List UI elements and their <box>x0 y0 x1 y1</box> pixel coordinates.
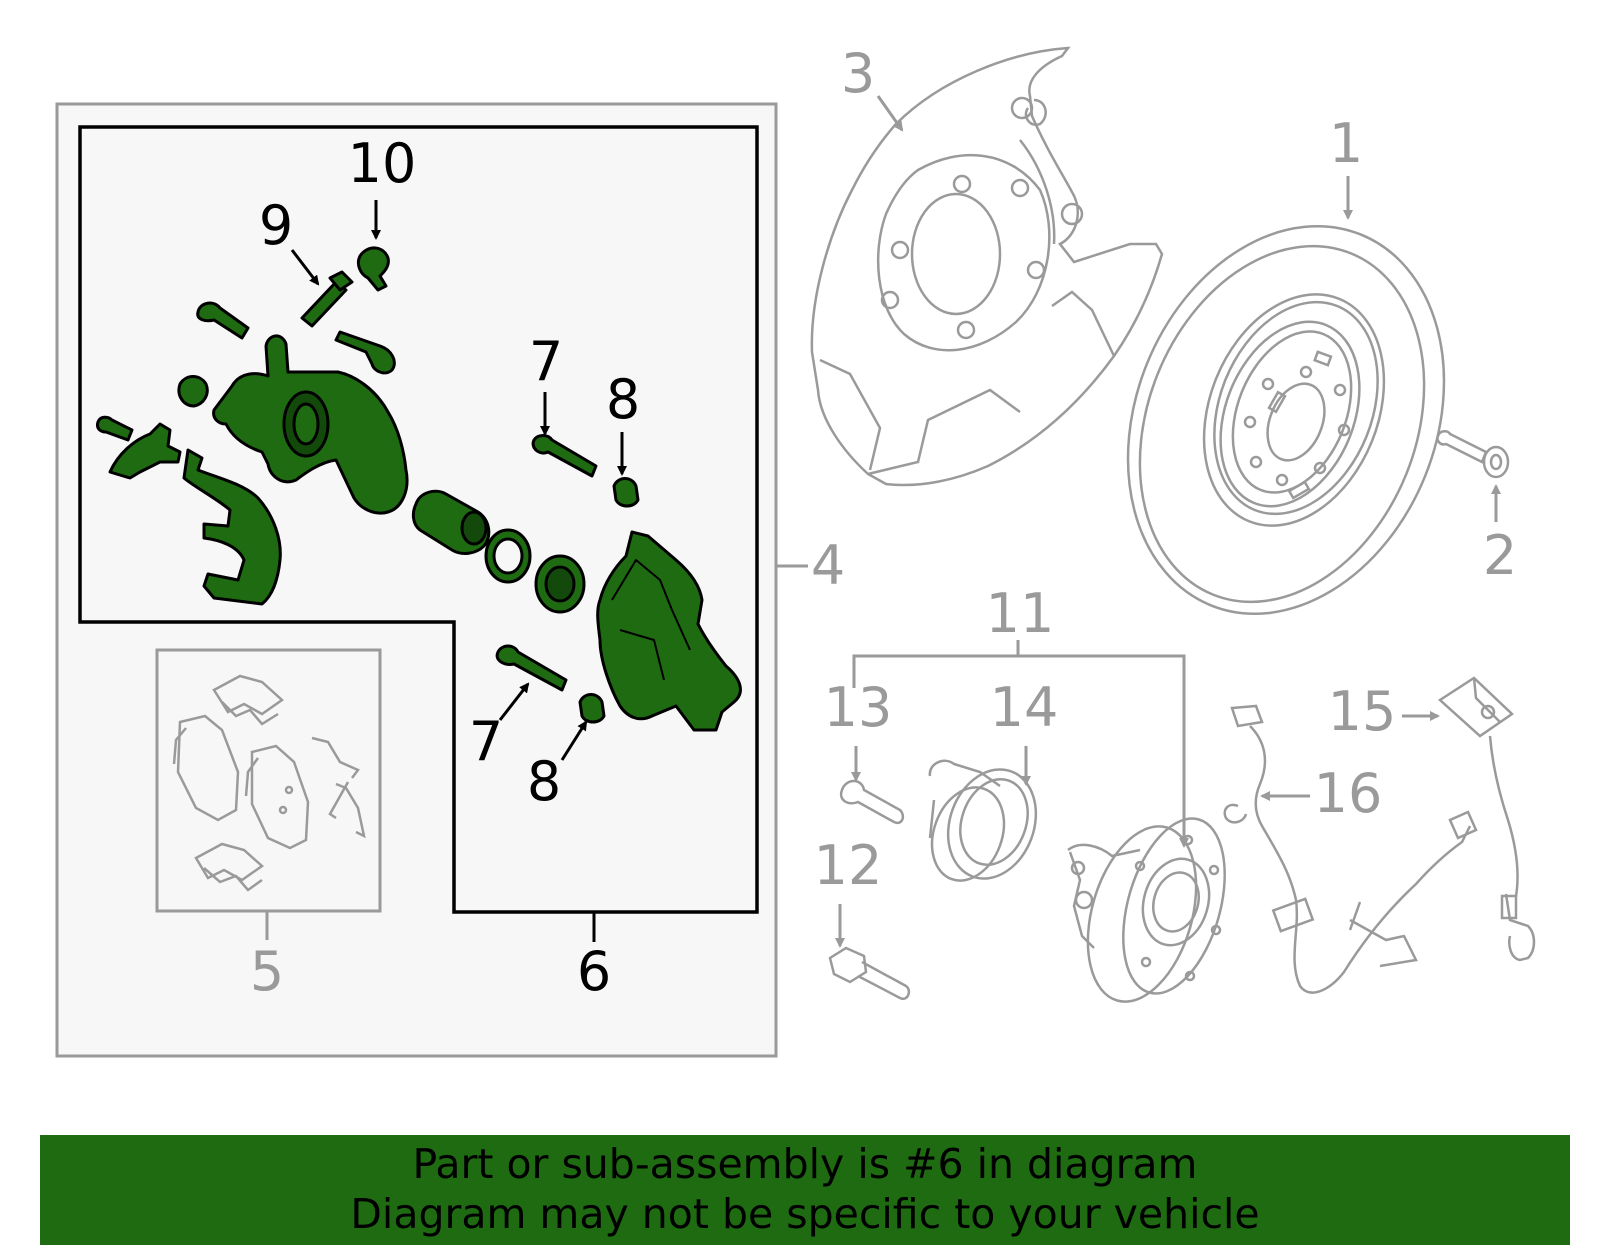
subassembly-6-outline <box>78 125 759 914</box>
info-banner: Part or sub-assembly is #6 in diagram Di… <box>40 1135 1570 1245</box>
callout-16: 16 <box>1314 762 1383 825</box>
brake-rotor-icon <box>1126 224 1446 616</box>
gray-leaders <box>835 95 1501 948</box>
callout-14: 14 <box>990 676 1059 739</box>
callout-15: 15 <box>1328 680 1397 743</box>
guide-pin-7-lower-icon <box>495 644 568 692</box>
callout-5: 5 <box>250 940 284 1003</box>
abs-sensor-15-icon <box>1437 676 1536 962</box>
wheel-bearing-icon <box>928 759 1038 882</box>
callout-10: 10 <box>348 132 417 195</box>
callout-3: 3 <box>841 42 875 105</box>
pin-boot-8-upper-icon <box>612 477 640 508</box>
callout-12: 12 <box>814 834 883 897</box>
guide-pin-7-upper-icon <box>531 434 598 478</box>
banner-line-1: Part or sub-assembly is #6 in diagram <box>412 1140 1198 1188</box>
callout-8-upper: 8 <box>606 368 640 431</box>
rotor-screw-icon <box>1436 430 1510 479</box>
caliper-carrier-icon <box>596 530 742 732</box>
bleeder-screw-9-icon <box>300 280 348 328</box>
pin-boot-8-lower-icon <box>578 693 606 724</box>
brake-pads-icon <box>172 674 366 892</box>
wheel-hub-icon <box>1067 817 1226 1003</box>
abs-sensor-16-icon <box>1223 704 1478 994</box>
hub-bolt-13-icon <box>839 779 905 825</box>
caliper-assembly-parts <box>96 246 742 732</box>
caliper-nut-icon <box>177 375 209 408</box>
callout-11-bracket <box>852 640 1189 848</box>
bleeder-cap-10-icon <box>356 246 390 292</box>
banner-line-2: Diagram may not be specific to your vehi… <box>350 1190 1260 1238</box>
callout-7-upper: 7 <box>529 330 563 393</box>
callout-11: 11 <box>986 582 1055 645</box>
black-leaders <box>290 200 627 761</box>
callout-7-lower: 7 <box>469 710 503 773</box>
hub-bolt-12-icon <box>828 946 911 1001</box>
callout-13: 13 <box>824 676 893 739</box>
callout-9: 9 <box>259 194 293 257</box>
dust-shield-icon <box>810 46 1164 487</box>
callout-2: 2 <box>1483 524 1517 587</box>
callout-8-lower: 8 <box>527 750 561 813</box>
caliper-bolt-upper-icon <box>196 301 250 340</box>
callout-1: 1 <box>1329 112 1363 175</box>
callout-6: 6 <box>577 940 611 1003</box>
callout-4: 4 <box>811 534 845 597</box>
